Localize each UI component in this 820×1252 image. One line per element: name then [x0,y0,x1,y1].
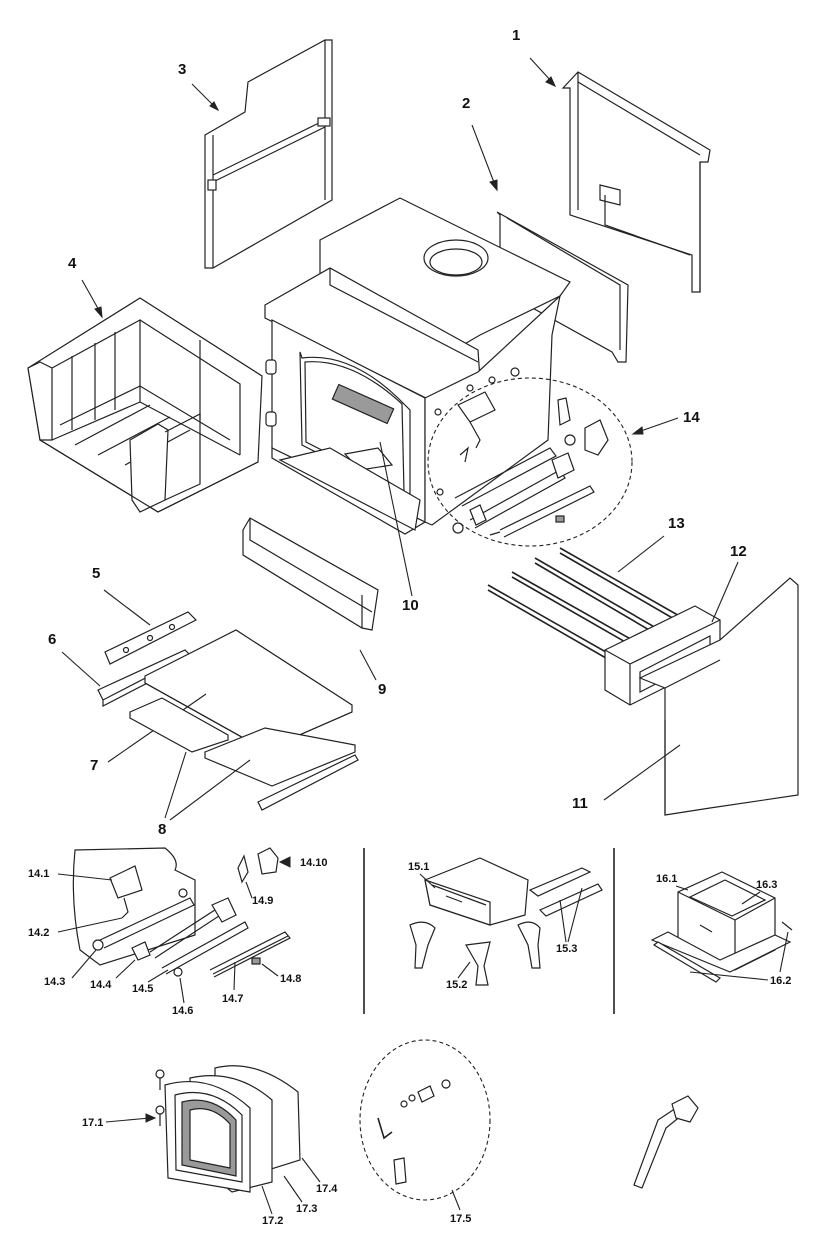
label-5: 5 [92,565,100,582]
section-17-5-latch-kit [359,1039,491,1201]
leader-14-2 [57,917,123,933]
leader-17-2 [261,1185,273,1215]
label-14-2: 14.2 [28,927,49,939]
leader-14-8 [261,963,279,977]
label-17-1: 17.1 [82,1117,103,1129]
label-17-2: 17.2 [262,1215,283,1227]
leader-16-2a [689,971,769,981]
leader-4 [81,279,101,313]
section-14-detail [72,847,291,978]
label-14-1: 14.1 [28,868,49,880]
label-16-1: 16.1 [656,873,677,885]
door-handle [633,1095,699,1189]
leader-15-2 [457,961,471,979]
leader-17-1 [105,1117,151,1123]
label-17-5: 17.5 [450,1213,471,1225]
leader-16-2b [779,931,789,973]
label-16-2: 16.2 [770,975,791,987]
label-14-6: 14.6 [172,1005,193,1017]
leader-9 [359,649,377,681]
part-14-control-group [427,377,633,547]
label-10: 10 [402,597,419,614]
leader-15-1 [419,873,436,889]
arrow-1 [545,76,556,87]
label-14-7: 14.7 [222,993,243,1005]
part-3-left-side-shield [204,39,333,269]
part-4-firebrick-liner [27,297,263,513]
label-7: 7 [90,757,98,774]
leader-14-4 [115,959,136,979]
label-16-3: 16.3 [756,879,777,891]
leader-10 [379,441,413,597]
part-10-stove-body [264,197,571,535]
leader-6 [61,651,101,687]
section-16-ash-pan [650,871,793,983]
leader-14-1 [57,873,113,881]
label-14: 14 [683,409,700,426]
leader-17-5 [451,1189,461,1211]
part-5-bracket [104,611,198,665]
label-11: 11 [572,795,588,812]
label-17-3: 17.3 [296,1203,317,1215]
leader-16-1 [675,885,689,891]
label-14-8: 14.8 [280,973,301,985]
label-15-2: 15.2 [446,979,467,991]
leader-16-3 [741,891,761,905]
label-14-3: 14.3 [44,976,65,988]
leader-14-3 [71,949,97,979]
label-14-10: 14.10 [300,857,328,869]
leader-8b [169,759,251,821]
label-1: 1 [512,27,520,44]
part-11-right-side-shield [638,577,799,816]
part-9-front-channel [242,517,379,631]
label-13: 13 [668,515,685,532]
arrow-4 [94,306,103,319]
leader-5 [103,589,151,626]
leader-17-3 [283,1175,303,1203]
label-14-5: 14.5 [132,983,153,995]
leader-11 [603,744,681,801]
leader-14-9 [245,881,253,899]
label-15-3: 15.3 [556,943,577,955]
label-15-1: 15.1 [408,861,429,873]
leader-2 [471,124,496,186]
leader-15-3a [559,899,567,943]
label-9: 9 [378,681,386,698]
arrow-14 [631,426,644,435]
section-17-door [155,1065,301,1193]
leader-13 [617,535,665,573]
leader-1 [529,57,553,83]
part-1-back-shield [561,71,711,293]
label-4: 4 [68,255,77,272]
arrow-17-1 [145,1113,157,1123]
leader-17-4 [301,1157,321,1183]
label-2: 2 [462,95,470,112]
label-14-4: 14.4 [90,979,112,991]
leader-12 [711,561,739,623]
label-6: 6 [48,631,56,648]
label-8: 8 [158,821,166,838]
leader-14 [637,417,679,433]
leader-15-3b [567,887,583,943]
arrow-2 [489,179,498,192]
label-14-9: 14.9 [252,895,273,907]
section-15-ash-drawer [409,857,603,986]
label-12: 12 [730,543,747,560]
leader-8a [164,751,187,819]
part-8-boards [129,697,359,811]
arrow-14-10 [278,856,291,868]
arrow-3 [209,101,220,112]
label-17-4: 17.4 [316,1183,338,1195]
leader-14-6 [179,977,185,1004]
leader-14-7 [233,961,236,991]
leader-14-5 [147,969,169,983]
label-3: 3 [178,61,186,78]
